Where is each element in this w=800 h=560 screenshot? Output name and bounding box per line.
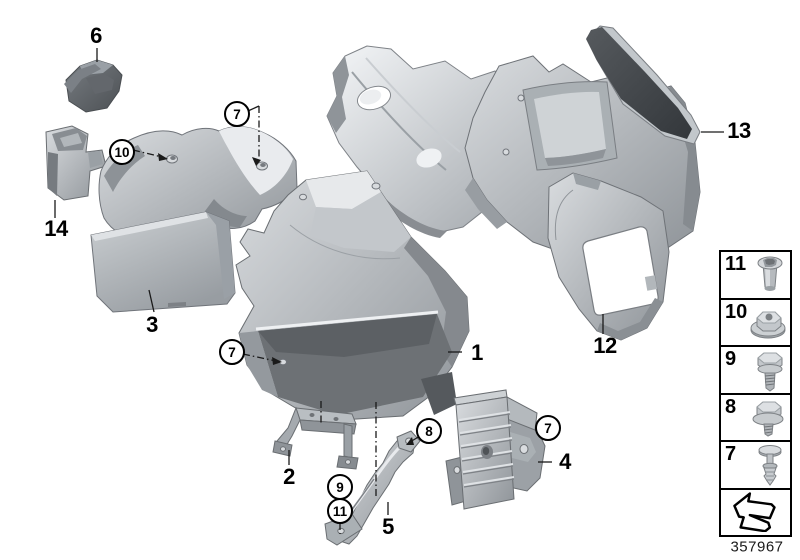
rivet-nut-icon [757, 256, 783, 291]
legend-label-9: 9 [725, 348, 737, 370]
flange-nut-icon [750, 311, 786, 339]
part-6-bracket [64, 59, 123, 113]
legend-row-7[interactable]: 7 [721, 442, 790, 490]
callout-label-13[interactable]: 13 [727, 118, 751, 143]
legend-row-return[interactable] [721, 490, 790, 536]
part-14-bracket [45, 125, 107, 201]
legend-label-7: 7 [725, 443, 737, 465]
callout-circle-11[interactable]: 11 [327, 498, 353, 524]
legend-row-10[interactable]: 10 [721, 300, 790, 347]
callout-label-1[interactable]: 1 [471, 340, 483, 365]
part-3-trim-panel-lower [90, 211, 236, 313]
callout-circle-7-right[interactable]: 7 [535, 415, 561, 441]
legend-label-10: 10 [725, 300, 748, 323]
part-1-trunk-side-trim-panel [235, 170, 470, 421]
callout-label-5[interactable]: 5 [382, 514, 394, 539]
callout-circle-9[interactable]: 9 [327, 474, 353, 500]
callout-label-12[interactable]: 12 [593, 333, 617, 358]
callout-circle-7-left[interactable]: 7 [219, 339, 245, 365]
legend-label-11: 11 [725, 253, 747, 275]
callout-circle-8[interactable]: 8 [416, 418, 442, 444]
leader-lines [54, 48, 724, 534]
callout-label-14[interactable]: 14 [44, 216, 68, 241]
expansion-rivet-icon [758, 444, 782, 486]
callout-label-6[interactable]: 6 [90, 23, 102, 48]
legend-label-8: 8 [725, 395, 737, 418]
callout-circle-10[interactable]: 10 [109, 139, 135, 165]
part-12-right-trim-panel [547, 172, 670, 341]
callout-circle-7-top[interactable]: 7 [224, 101, 250, 127]
legend-row-9[interactable]: 9 [721, 347, 790, 395]
callout-label-3[interactable]: 3 [146, 312, 158, 337]
drawing-number: 357967 [730, 538, 784, 556]
return-arrow-icon [732, 492, 776, 533]
leader-arrowheads [158, 153, 414, 445]
part-2-bracket [272, 406, 359, 470]
hex-flange-bolt-icon [752, 401, 784, 437]
legend-row-11[interactable]: 11 [721, 252, 790, 300]
fastener-legend: 11 10 9 [719, 250, 792, 537]
part-13-foam-pad [586, 25, 701, 145]
part-4-bracket-panel [445, 389, 546, 510]
hex-bolt-icon [757, 352, 783, 392]
legend-row-8[interactable]: 8 [721, 395, 790, 442]
callout-label-4[interactable]: 4 [559, 449, 571, 474]
callout-label-2[interactable]: 2 [283, 464, 295, 489]
